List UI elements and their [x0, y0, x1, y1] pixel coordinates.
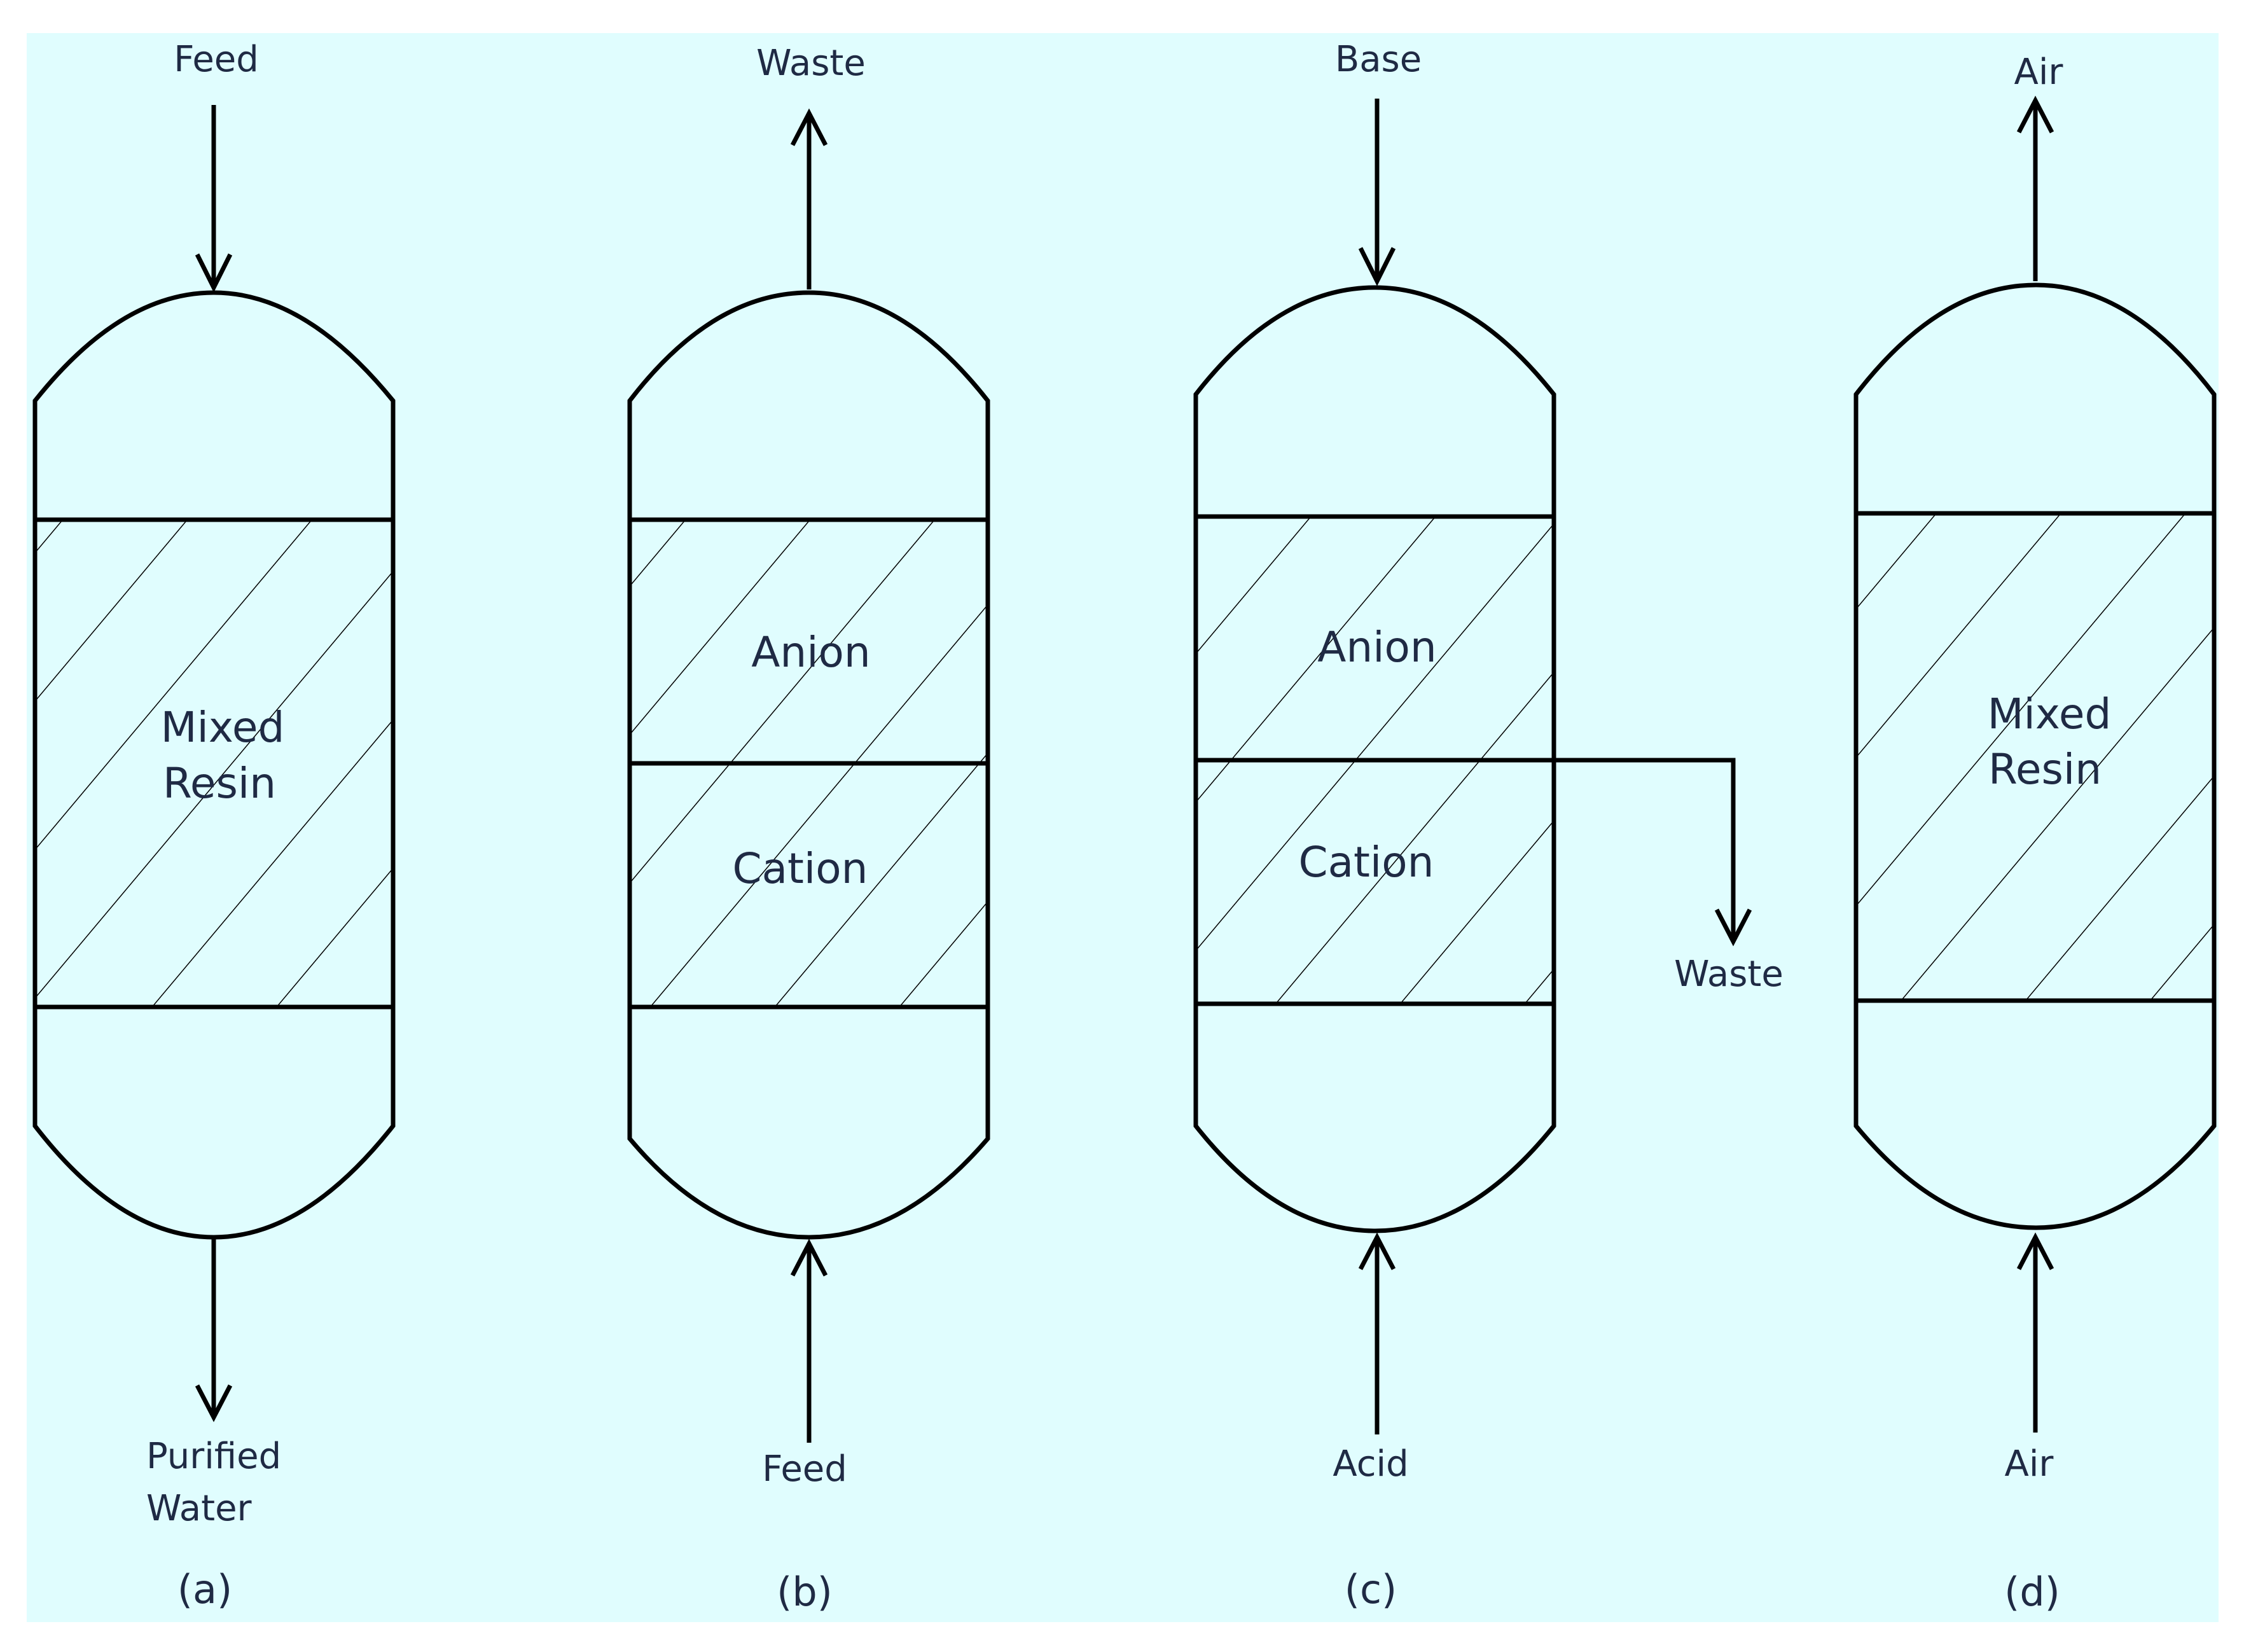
caption-d: (d) [2004, 1569, 2060, 1615]
resin-label-a-2: Resin [163, 759, 276, 808]
resin-label-b-1: Anion [751, 628, 871, 677]
top-label-c: Base [1335, 39, 1422, 80]
resin-label-d-1: Mixed [1988, 690, 2112, 739]
bottom-label-c: Acid [1333, 1443, 1408, 1485]
bottom-label-a-1: Purified [146, 1436, 281, 1477]
bottom-label-a-2: Water [146, 1488, 253, 1529]
caption-c: (c) [1345, 1566, 1397, 1613]
top-label-b: Waste [756, 43, 866, 84]
column-a: Feed Mixed Resin Purified Water (a) [32, 39, 396, 1613]
resin-label-c-2: Cation [1299, 838, 1434, 887]
vessel-c [1193, 285, 1556, 1233]
top-label-a: Feed [174, 39, 259, 80]
vessel-a [32, 290, 396, 1240]
resin-label-c-1: Anion [1317, 623, 1437, 672]
column-b: Waste Anion Cation Feed (b) [627, 43, 990, 1615]
bottom-label-b: Feed [762, 1448, 847, 1490]
top-label-d: Air [2014, 52, 2064, 93]
bottom-label-d: Air [2005, 1443, 2054, 1485]
vessel-d [1853, 282, 2217, 1230]
side-outlet-label-c: Waste [1674, 954, 1783, 995]
vessel-b [627, 290, 990, 1240]
caption-a: (a) [177, 1566, 232, 1613]
column-d: Air Mixed Resin Air (d) [1853, 52, 2217, 1615]
resin-label-d-2: Resin [1988, 745, 2102, 794]
resin-label-b-2: Cation [733, 844, 868, 893]
side-outlet-c [1196, 758, 1736, 941]
caption-b: (b) [777, 1569, 833, 1615]
column-c: Base Anion Cation Waste Acid (c) [1193, 39, 1783, 1613]
resin-label-a-1: Mixed [161, 703, 285, 752]
